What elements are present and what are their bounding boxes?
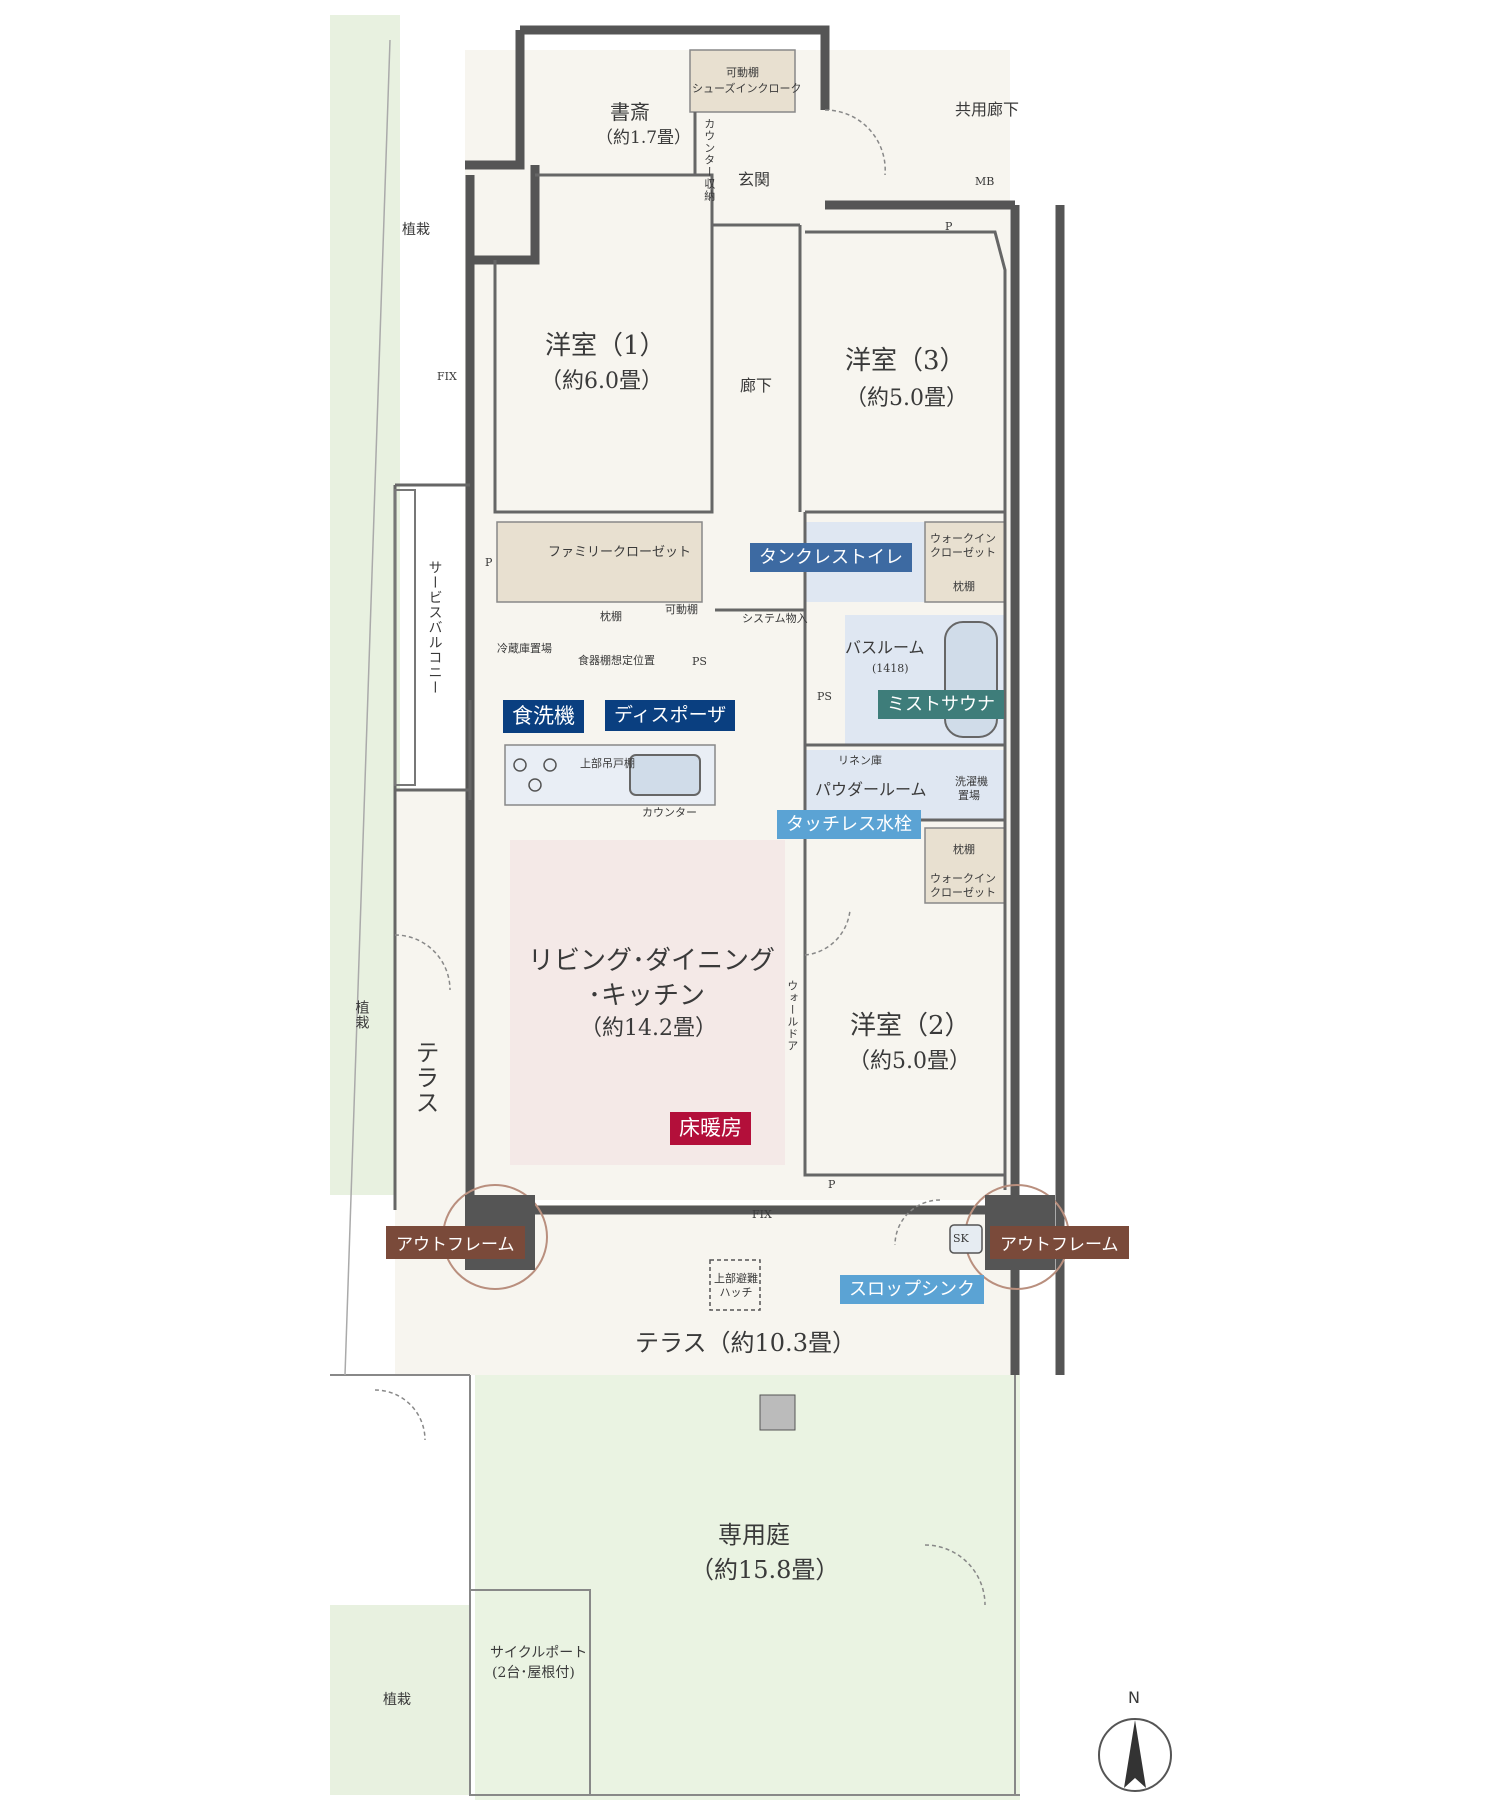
escape-hatch [709, 1259, 761, 1311]
hallway-label: 廊下 [740, 376, 773, 395]
walkin-closet-2-box [924, 827, 1006, 904]
bathroom-name: バスルーム [845, 638, 925, 657]
kitchen-sink [629, 754, 701, 796]
upper-hatch-label: 上部避難ハッチ [714, 1272, 758, 1299]
drain-grate [759, 1394, 796, 1431]
powder-room-label: パウダールーム [815, 780, 927, 799]
ldk-floor [510, 840, 785, 1165]
bathroom-code: (1418) [872, 662, 909, 675]
dish-shelf-label: 食器棚想定位置 [578, 654, 655, 667]
western3-size: （約5.0畳） [845, 386, 968, 411]
p-label-2: P [485, 556, 493, 569]
ps-label-bath: PS [817, 690, 832, 703]
garden-area [475, 1375, 1020, 1800]
planting-label-bottom: 植栽 [383, 1692, 411, 1708]
walkin-3-pillow: 枕棚 [953, 580, 975, 593]
terrace-side-label: テラス [411, 1040, 439, 1115]
fix-label-west: FIX [437, 370, 457, 383]
walkin-2-line2: クローゼット [930, 886, 996, 899]
floor-heating-badge: 床暖房 [670, 1112, 751, 1146]
stove [513, 758, 557, 792]
walkin-3-line2: クローゼット [930, 546, 996, 559]
mb-label: MB [975, 175, 995, 188]
common-hallway-label: 共用廊下 [955, 100, 1020, 119]
mist-sauna-badge: ミストサウナ [878, 690, 1004, 720]
north-arrow-icon [1124, 1720, 1146, 1788]
western1-name: 洋室（1） [545, 331, 666, 361]
washer-line2: 置場 [958, 789, 980, 802]
dishwasher-badge: 食洗機 [503, 700, 584, 734]
western1-size: （約6.0畳） [540, 369, 663, 394]
family-closet-label: ファミリークローゼット [548, 545, 692, 560]
slop-sink-badge: スロップシンク [840, 1275, 984, 1305]
ldk-size: （約14.2畳） [580, 1016, 717, 1041]
disposer-badge: ディスポーザ [605, 700, 736, 731]
service-balcony-rail [394, 489, 416, 786]
shoes-closet-label: シューズインクローク [692, 82, 802, 95]
family-pillow-shelf-label: 枕棚 [600, 610, 622, 623]
walkin-2-pillow: 枕棚 [953, 843, 975, 856]
entrance-label: 玄関 [738, 170, 771, 189]
western3-name: 洋室（3） [845, 346, 966, 376]
walkin-2-line1: ウォークイン [930, 872, 996, 885]
bathtub [944, 621, 998, 738]
upper-cabinet-label: 上部吊戸棚 [580, 757, 635, 770]
western2-size: （約5.0畳） [848, 1049, 971, 1074]
counter-label: カウンター [642, 806, 697, 819]
walkin-3-line1: ウォークイン [930, 532, 996, 545]
planting-area-left [330, 15, 400, 1195]
planting-label-top: 植栽 [402, 222, 430, 238]
study-size: （約1.7畳） [596, 128, 692, 148]
interior-walls [393, 112, 1007, 1210]
shoes-closet-box [689, 49, 796, 113]
walkin-closet-3-box [924, 521, 1006, 603]
planting-label-mid: 植栽 [353, 1000, 370, 1030]
service-balcony-label: サービスバルコニー [426, 560, 443, 695]
north-compass [1098, 1718, 1172, 1792]
garden-name: 専用庭 [718, 1521, 790, 1549]
washer-line1: 洗濯機 [955, 775, 988, 788]
p-label-3: P [828, 1178, 836, 1191]
ldk-name-2: ･キッチン [588, 981, 706, 1011]
ps-label-kitchen: PS [692, 655, 707, 668]
fix-label-south: FIX [752, 1208, 772, 1221]
system-storage-label: システム物入 [742, 612, 808, 625]
family-movable-shelf-label: 可動棚 [665, 603, 698, 616]
door-swings [374, 109, 986, 1606]
powder-area [805, 750, 1005, 820]
shoes-movable-shelf-label: 可動棚 [726, 66, 759, 79]
touchless-faucet-badge: タッチレス水栓 [777, 810, 921, 840]
study-name: 書斎 [610, 100, 650, 124]
planting-area-bottom-left [330, 1605, 470, 1795]
cycle-port-line1: サイクルポート [490, 1645, 588, 1661]
outframe-badge-left: アウトフレーム [386, 1226, 525, 1259]
terrace-main-label: テラス（約10.3畳） [635, 1329, 856, 1357]
p-label-1: P [945, 220, 953, 233]
cycle-port-line2: (2台･屋根付) [492, 1665, 575, 1681]
slop-sink-fixture [949, 1224, 983, 1254]
ldk-name-1: リビング･ダイニング [528, 946, 776, 976]
garden-size: （約15.8畳） [690, 1556, 840, 1584]
compass-n-label: N [1128, 1688, 1140, 1707]
tankless-toilet-badge: タンクレストイレ [750, 543, 912, 573]
family-closet-box [496, 521, 703, 603]
fridge-label: 冷蔵庫置場 [497, 642, 552, 655]
walk-door-label: ウォールドア [785, 980, 799, 1052]
counter-storage-label: カウンター収納 [702, 118, 716, 202]
walls [465, 25, 1065, 1375]
western2-name: 洋室（2） [850, 1011, 971, 1041]
garden-borders [330, 1374, 1020, 1796]
outframe-badge-right: アウトフレーム [990, 1226, 1129, 1259]
planting-boundary [344, 39, 391, 1376]
linen-label: リネン庫 [838, 754, 882, 767]
sk-label: SK [953, 1232, 969, 1245]
